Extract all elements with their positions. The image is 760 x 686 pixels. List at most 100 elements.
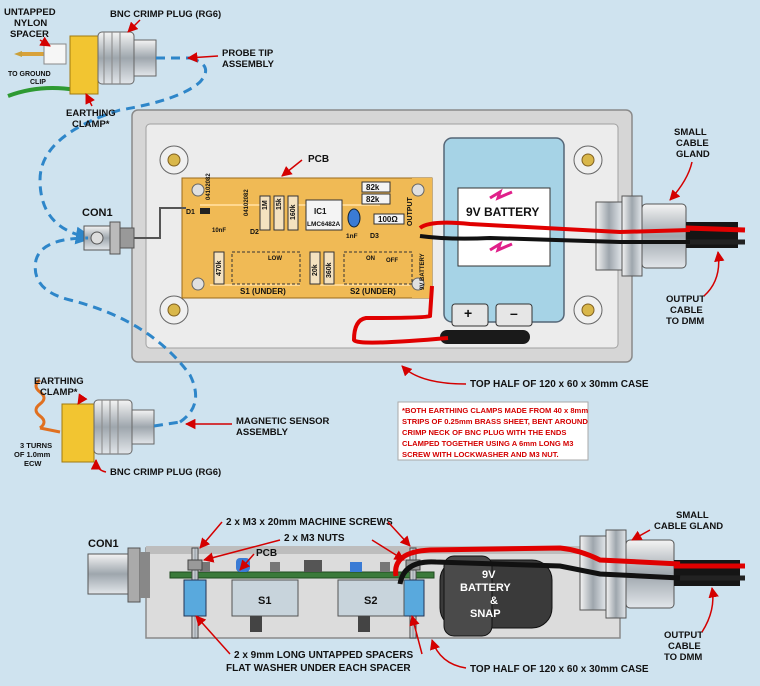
bnc-plug-bottom: [93, 399, 133, 455]
note-line-2: STRIPS OF 0.25mm BRASS SHEET, BENT AROUN…: [402, 417, 588, 426]
switch-s2-side: [337, 579, 405, 617]
label-turns-2: OF 1.0mm: [14, 450, 51, 459]
label-pcb: PCB: [308, 154, 329, 165]
switch-s1-side: [231, 579, 299, 617]
pcb-battery: 9V BATTERY: [420, 253, 426, 290]
note-line-3: CRIMP NECK OF BNC PLUG WITH THE ENDS: [402, 428, 566, 437]
arrow-spacer: [39, 36, 51, 47]
ground-wire: [7, 86, 77, 98]
label-gland-side: SMALL: [676, 510, 709, 521]
probe-tip-point: [14, 51, 22, 57]
label-gland-top-2: CABLE: [676, 138, 709, 149]
pcb-d2: D2: [250, 229, 259, 236]
con1-side: [87, 553, 129, 595]
pcb-r3-label: 15k: [276, 198, 283, 210]
battery-side-label-4: SNAP: [470, 608, 501, 620]
pcb-s1: S1 (UNDER): [240, 287, 286, 296]
spacer-right: [401, 579, 425, 617]
arrow-probe: [186, 52, 219, 63]
pcb-d1: D1: [186, 209, 195, 216]
pcb-cap2: 10nF: [212, 228, 226, 234]
battery-side-label-2: BATTERY: [460, 582, 511, 594]
pcb-side: [169, 571, 435, 579]
pcb-r4-label: 160k: [290, 204, 297, 220]
red-wire-side: [393, 545, 681, 577]
pcb-r5: 470k: [216, 260, 223, 276]
pcb-off: OFF: [386, 258, 398, 264]
label-earth-bottom: EARTHING: [34, 376, 84, 387]
earthing-clamp-bottom: [61, 403, 95, 463]
label-nuts: 2 x M3 NUTS: [284, 533, 345, 544]
bnc-plug-top-neck: [133, 39, 157, 77]
black-wire-side: [397, 559, 681, 585]
pcb-r10: 100Ω: [378, 215, 398, 224]
black-wire-top: [419, 234, 690, 244]
label-ground: TO GROUND: [8, 71, 51, 78]
battery-side-label-3: &: [490, 595, 498, 607]
label-case-side: TOP HALF OF 120 x 60 x 30mm CASE: [470, 664, 649, 675]
pcb-r7: 360k: [326, 262, 333, 278]
spacer-left: [183, 579, 207, 617]
label-earth-top: EARTHING: [66, 108, 116, 119]
label-pcb-side: PCB: [256, 548, 277, 559]
label-turns-3: ECW: [24, 459, 42, 468]
label-con1-top: CON1: [82, 207, 113, 219]
magnetic-sensor-assembly: [33, 236, 198, 463]
pcb-code-2: 04102082: [244, 189, 250, 216]
note-line-5: SCREW WITH LOCKWASHER AND M3 NUT.: [402, 450, 559, 459]
note-line-4: CLAMPED TOGETHER USING A 6mm LONG M3: [402, 439, 573, 448]
arrow-bnc-top: [127, 19, 141, 33]
label-magnetic: MAGNETIC SENSOR: [236, 416, 330, 427]
pcb-top: 04102082 04102082 D1 10nF 1M 15k 160k D2…: [134, 173, 433, 299]
pcb-ic1-label: IC1: [314, 207, 327, 216]
label-con1-side: CON1: [88, 538, 119, 550]
label-ground-2: CLIP: [30, 79, 46, 86]
label-probe: PROBE TIP: [222, 48, 274, 59]
note-line-1: *BOTH EARTHING CLAMPS MADE FROM 40 x 8mm: [402, 406, 588, 415]
label-output-side-3: TO DMM: [664, 652, 702, 663]
label-bnc-bottom: BNC CRIMP PLUG (RG6): [110, 467, 221, 478]
probe-tip: [22, 52, 48, 56]
label-output-side-2: CABLE: [668, 641, 701, 652]
case-side-view: S1 S2 9V BATTERY & SNAP: [87, 529, 745, 639]
pcb-ic1: [305, 199, 343, 231]
label-gland-side-2: CABLE GLAND: [654, 521, 723, 532]
label-output-top: OUTPUT: [666, 294, 705, 305]
label-s1-side: S1: [258, 595, 271, 607]
label-output-top-3: TO DMM: [666, 316, 704, 327]
label-bnc-top: BNC CRIMP PLUG (RG6): [110, 9, 221, 20]
label-s2-side: S2: [364, 595, 377, 607]
pcb-r8: 82k: [366, 183, 380, 192]
label-probe-2: ASSEMBLY: [222, 59, 275, 70]
pcb-cap1: 1nF: [346, 233, 358, 240]
bnc-plug-top: [97, 31, 135, 85]
label-untapped: UNTAPPED: [4, 7, 56, 18]
label-magnetic-2: ASSEMBLY: [236, 427, 289, 438]
pcb-d3: D3: [370, 233, 379, 240]
gland-body-top: [641, 203, 687, 269]
gland-nut-top: [595, 201, 623, 271]
pcb-low: LOW: [268, 256, 282, 262]
arrow-earth-top: [85, 93, 95, 107]
probe-tip-assembly: [7, 31, 208, 245]
probe-dashed-path: [38, 56, 208, 245]
pcb-output: OUTPUT: [407, 197, 414, 227]
label-case-top: TOP HALF OF 120 x 60 x 30mm CASE: [470, 379, 649, 390]
pcb-ic1-part: LMC6482A: [307, 221, 341, 228]
label-untapped-3: SPACER: [10, 29, 49, 40]
nylon-spacer: [43, 43, 67, 65]
label-earth-top-2: CLAMP*: [72, 119, 110, 130]
pcb-r9: 82k: [366, 195, 380, 204]
label-gland-top-3: GLAND: [676, 149, 710, 160]
red-wire-top: [418, 220, 691, 235]
pcb-on: ON: [366, 256, 375, 262]
pcb-r1-label: 1M: [262, 200, 269, 210]
label-output-top-2: CABLE: [670, 305, 703, 316]
battery-side-label: 9V: [482, 569, 496, 581]
label-washer: FLAT WASHER UNDER EACH SPACER: [226, 663, 411, 674]
pcb-code-1: 04102082: [206, 173, 212, 200]
pcb-s2: S2 (UNDER): [350, 287, 396, 296]
label-earth-bottom-2: CLAMP*: [40, 387, 78, 398]
note-box: *BOTH EARTHING CLAMPS MADE FROM 40 x 8mm…: [397, 401, 589, 461]
